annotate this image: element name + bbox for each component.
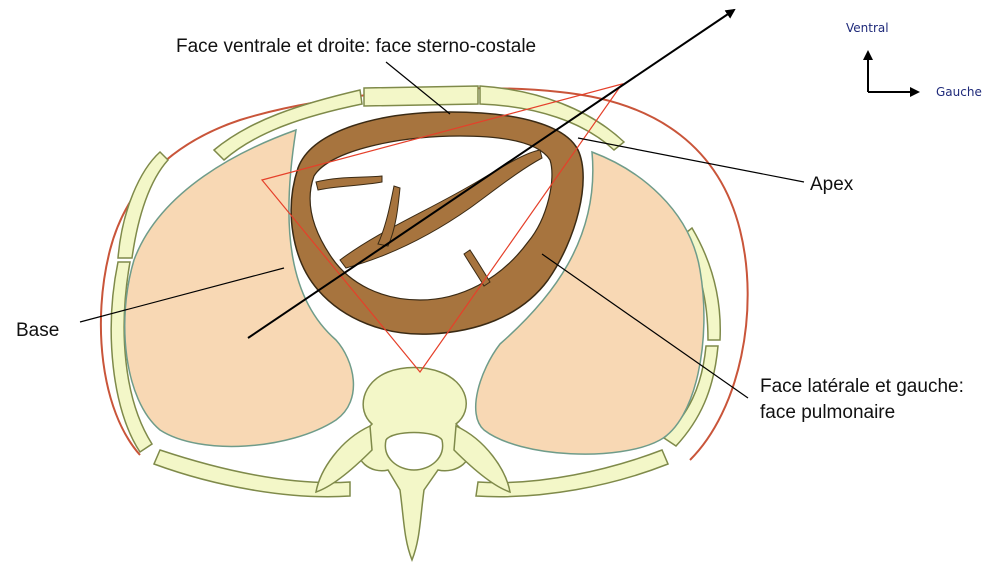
trabecula-middle: [377, 185, 401, 247]
leader-apex: [577, 137, 805, 183]
rib-segments: [110, 85, 721, 454]
trabecula-upper: [315, 175, 383, 191]
transverse-process-right: [453, 424, 511, 494]
rib-posterior-right: [475, 449, 669, 498]
rib-left-upper: [117, 150, 170, 259]
label-face-laterale-line1: Face latérale et gauche:: [760, 376, 964, 397]
leader-face-ventrale: [385, 61, 451, 115]
rib-left-lower: [110, 261, 154, 454]
label-face-ventrale: Face ventrale et droite: face sterno-cos…: [176, 36, 536, 57]
right-lung: [124, 128, 355, 448]
label-apex: Apex: [810, 174, 854, 195]
vertebral-foramen: [384, 431, 444, 471]
trabecula-right: [463, 249, 491, 287]
posterior-ribs: [152, 449, 669, 498]
sternum: [363, 85, 479, 107]
heart-axis-arrow: [247, 8, 736, 339]
label-gauche: Gauche: [936, 85, 982, 99]
leader-base: [79, 267, 285, 323]
label-ventral: Ventral: [846, 21, 889, 35]
heart-septum: [315, 149, 543, 287]
rib-right-top: [479, 85, 626, 151]
rib-posterior-left: [152, 449, 351, 498]
leader-lines: [79, 61, 805, 399]
rib-left-top: [212, 89, 363, 162]
transverse-process-left: [315, 424, 373, 494]
leader-face-laterale: [541, 253, 749, 399]
orientation-indicator: Ventral Gauche: [846, 21, 982, 99]
left-lung: [475, 150, 705, 455]
label-base: Base: [16, 320, 59, 341]
label-face-laterale-line2: face pulmonaire: [760, 402, 895, 423]
